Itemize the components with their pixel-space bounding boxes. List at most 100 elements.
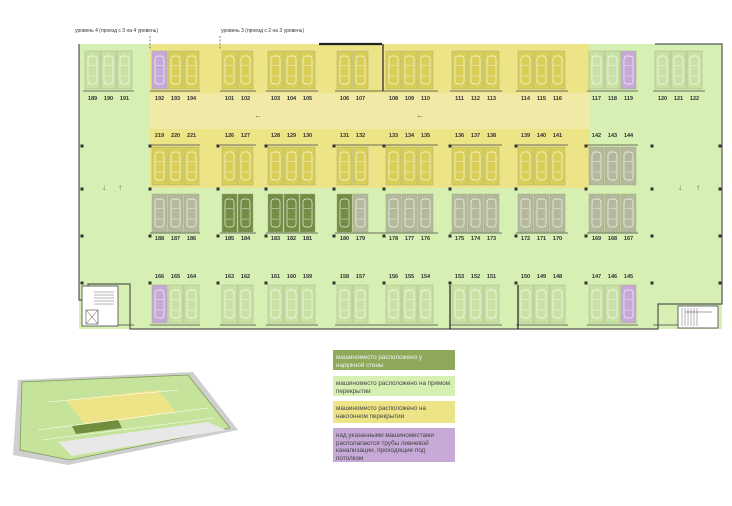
car-icon: [339, 289, 350, 319]
spot-number: 158: [340, 274, 349, 280]
car-icon: [302, 151, 313, 181]
spot-number: 119: [624, 96, 633, 102]
parking-spot: [549, 50, 566, 90]
spot-number: 137: [471, 133, 480, 139]
column: [382, 144, 386, 148]
column: [332, 144, 336, 148]
ramp-aisle: [150, 93, 590, 129]
parking-spot: [221, 284, 238, 324]
car-icon: [552, 198, 563, 228]
car-icon: [607, 151, 618, 181]
parking-spot: [221, 50, 238, 90]
column: [718, 234, 722, 238]
car-icon: [486, 151, 497, 181]
parking-spot: [517, 146, 534, 186]
car-icon: [286, 289, 297, 319]
spot-number: 101: [225, 96, 234, 102]
car-icon: [607, 289, 618, 319]
column: [148, 187, 152, 191]
car-icon: [454, 289, 465, 319]
car-icon: [552, 55, 563, 85]
spot-number: 143: [608, 133, 617, 139]
column: [332, 187, 336, 191]
spot-number: 110: [421, 96, 430, 102]
spot-number: 157: [356, 274, 365, 280]
column: [514, 144, 518, 148]
spot-number: 129: [287, 133, 296, 139]
car-icon: [470, 55, 481, 85]
parking-spot: [517, 50, 534, 90]
parking-spot: [533, 50, 550, 90]
car-icon: [404, 289, 415, 319]
spot-number: 140: [537, 133, 546, 139]
spot-number: 175: [455, 236, 464, 242]
spot-number: 118: [608, 96, 617, 102]
parking-spot: [654, 50, 671, 90]
parking-spot: [167, 146, 184, 186]
car-icon: [486, 198, 497, 228]
column: [332, 281, 336, 285]
car-icon: [339, 151, 350, 181]
car-icon: [388, 151, 399, 181]
spot-number: 133: [389, 133, 398, 139]
parking-spot: [483, 284, 500, 324]
parking-spot: [451, 284, 468, 324]
parking-spot: [604, 50, 621, 90]
spot-number: 147: [592, 274, 601, 280]
column: [264, 234, 268, 238]
column: [448, 234, 452, 238]
car-icon: [404, 198, 415, 228]
parking-spot: [183, 284, 200, 324]
spot-number: 187: [171, 236, 180, 242]
car-icon: [286, 55, 297, 85]
car-icon: [186, 289, 197, 319]
parking-spot: [283, 50, 300, 90]
spot-number: 185: [225, 236, 234, 242]
spot-number: 104: [287, 96, 297, 102]
direction-arrow-icon: ↓: [102, 183, 106, 192]
car-icon: [520, 289, 531, 319]
parking-spot: [401, 146, 418, 186]
parking-spot: [385, 146, 402, 186]
parking-spot: [237, 284, 254, 324]
car-icon: [224, 151, 235, 181]
parking-spot: [417, 50, 434, 90]
car-icon: [454, 55, 465, 85]
parking-spot: [352, 50, 369, 90]
car-icon: [607, 198, 618, 228]
spot-number: 179: [356, 236, 365, 242]
car-icon: [87, 55, 98, 85]
parking-spot: [483, 193, 500, 233]
column: [264, 187, 268, 191]
spot-number: 153: [455, 274, 464, 280]
spot-number: 146: [608, 274, 617, 280]
column: [718, 187, 722, 191]
spot-number: 189: [88, 96, 97, 102]
car-icon: [536, 289, 547, 319]
spot-number: 126: [225, 133, 234, 139]
parking-spot: [183, 146, 200, 186]
column: [264, 144, 268, 148]
car-icon: [286, 198, 297, 228]
spot-number: 165: [171, 274, 180, 280]
column: [718, 281, 722, 285]
car-icon: [154, 289, 165, 319]
legend-item: машиноместо расположено на наклонном пер…: [333, 401, 455, 423]
spot-number: 169: [592, 236, 601, 242]
spot-number: 163: [225, 274, 234, 280]
spot-number: 160: [287, 274, 296, 280]
spot-number: 135: [421, 133, 430, 139]
column: [216, 281, 220, 285]
spot-number: 159: [303, 274, 312, 280]
spot-number: 122: [690, 96, 699, 102]
parking-spot: [221, 193, 238, 233]
spot-number: 117: [592, 96, 601, 102]
car-icon: [689, 55, 700, 85]
parking-spot: [116, 50, 133, 90]
car-icon: [270, 289, 281, 319]
parking-spot: [467, 284, 484, 324]
car-icon: [420, 198, 431, 228]
column: [514, 281, 518, 285]
parking-spot: [336, 146, 353, 186]
car-icon: [339, 198, 350, 228]
